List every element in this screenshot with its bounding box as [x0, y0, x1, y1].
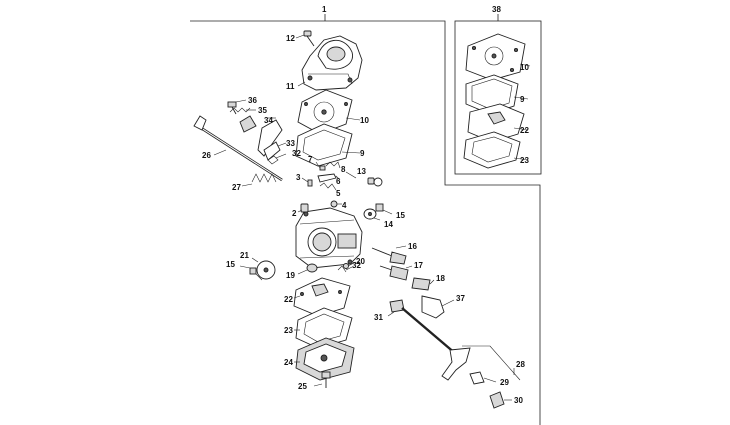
bracket-28 — [462, 345, 521, 381]
knob-30 — [489, 391, 512, 409]
callout-34: 34 — [264, 116, 273, 125]
screw-36 — [227, 99, 247, 115]
callout-21: 21 — [240, 251, 249, 260]
screw-15-left — [239, 265, 263, 281]
callout-20: 20 — [356, 257, 365, 266]
callout-19: 19 — [286, 271, 295, 280]
shaft-26 — [193, 115, 283, 182]
callout-12: 12 — [286, 34, 295, 43]
lever-34 — [239, 115, 283, 157]
callout-18: 18 — [436, 274, 445, 283]
callout-31: 31 — [374, 313, 383, 322]
spring-35 — [229, 107, 256, 113]
plug-13 — [345, 171, 383, 187]
assembly-frame-1 — [190, 14, 541, 425]
callout-3: 3 — [296, 173, 301, 182]
screw-12 — [295, 30, 315, 47]
callout-36: 36 — [248, 96, 257, 105]
callout-16: 16 — [408, 242, 417, 251]
plate-21 — [251, 257, 276, 280]
cap-18 — [411, 277, 435, 291]
callout-35: 35 — [258, 106, 267, 115]
needle-16 — [371, 245, 407, 265]
callout-27: 27 — [232, 183, 241, 192]
callout-38: 38 — [492, 5, 501, 14]
callout-2: 2 — [292, 209, 297, 218]
e-clip-32-upper — [267, 153, 287, 165]
torsion-spring-27 — [241, 173, 277, 187]
screw-7 — [315, 161, 326, 171]
fitting-2 — [297, 203, 309, 213]
spring-33 — [263, 141, 287, 161]
callout-37: 37 — [456, 294, 465, 303]
strainer-19 — [297, 263, 318, 275]
callout-5: 5 — [336, 189, 341, 198]
callout-10: 10 — [360, 116, 369, 125]
callout-15-upper: 15 — [396, 211, 405, 220]
screw-25 — [313, 371, 331, 388]
pump-cover-11 — [297, 35, 363, 91]
washer-14 — [363, 208, 381, 221]
gasket-9 — [295, 123, 361, 167]
callout-15-left: 15 — [226, 260, 235, 269]
pump-diaphragm-22 — [293, 277, 351, 317]
spring-5 — [319, 182, 337, 191]
callout-1: 1 — [322, 5, 327, 14]
callout-22: 22 — [284, 295, 293, 304]
callout-32-lower: 32 — [352, 261, 361, 270]
callout-7: 7 — [308, 155, 313, 164]
callout-29: 29 — [500, 378, 509, 387]
end-cover-24 — [294, 337, 355, 381]
cap-37 — [421, 295, 455, 319]
callout-8: 8 — [341, 165, 346, 174]
choke-shaft-31 — [387, 299, 471, 381]
callout-28: 28 — [516, 360, 525, 369]
callout-33: 33 — [286, 139, 295, 148]
e-clip-32-lower — [337, 265, 353, 273]
callout-22-kit: 22 — [520, 126, 529, 135]
callout-23: 23 — [284, 326, 293, 335]
callout-17: 17 — [414, 261, 423, 270]
callout-24: 24 — [284, 358, 293, 367]
callout-25: 25 — [298, 382, 307, 391]
metering-diaphragm-10 — [297, 89, 361, 135]
screw-15-upper — [375, 203, 393, 215]
callout-labels: 1 38 10 9 22 23 12 11 10 9 36 35 34 33 3… — [202, 5, 529, 405]
callout-9-kit: 9 — [520, 95, 525, 104]
callout-14: 14 — [384, 220, 393, 229]
callout-26: 26 — [202, 151, 211, 160]
callout-10-kit: 10 — [520, 63, 529, 72]
screw-4 — [330, 200, 342, 208]
repair-kit-box-38 — [454, 14, 542, 175]
pin-3 — [301, 177, 313, 187]
clip-29 — [469, 371, 497, 385]
callout-11: 11 — [286, 82, 295, 91]
carburetor-body — [295, 207, 363, 269]
callout-32-upper: 32 — [292, 149, 301, 158]
spring-8 — [325, 161, 341, 169]
callout-6: 6 — [336, 177, 341, 186]
callout-4: 4 — [342, 201, 347, 210]
callout-9: 9 — [360, 149, 365, 158]
callout-23-kit: 23 — [520, 156, 529, 165]
callout-30: 30 — [514, 396, 523, 405]
lever-6 — [317, 173, 341, 183]
spring-17 — [379, 265, 413, 281]
plug-20 — [343, 261, 357, 269]
callout-13: 13 — [357, 167, 366, 176]
gasket-23 — [294, 307, 353, 349]
